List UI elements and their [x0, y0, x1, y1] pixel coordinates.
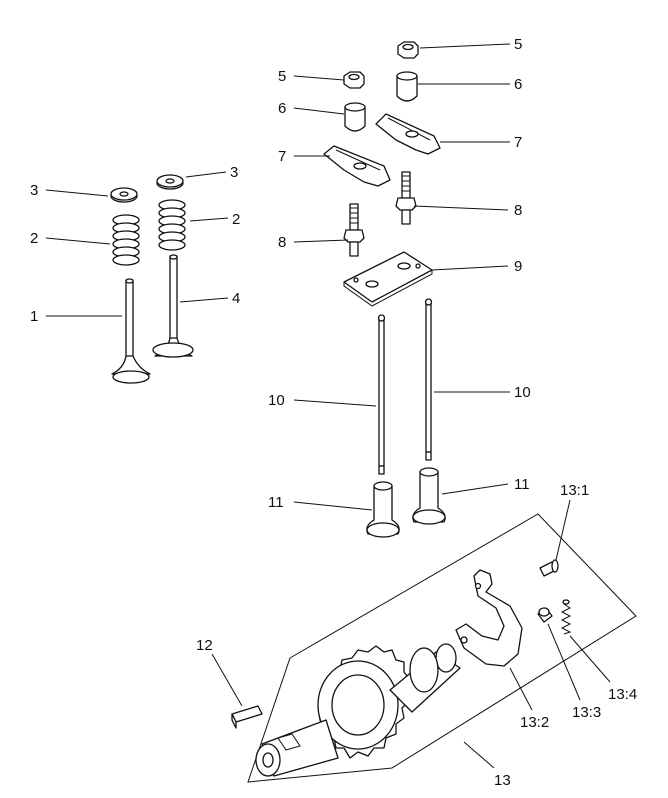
callout-2-left: 2	[30, 230, 38, 247]
rocker-arm-left	[323, 145, 391, 187]
leader-lines	[45, 43, 611, 769]
camshaft-shaft	[255, 643, 461, 777]
valve-spring-left	[112, 214, 140, 266]
valve-exhaust-left	[111, 278, 151, 384]
woodruff-key	[231, 705, 263, 729]
push-rod-right	[424, 298, 433, 461]
callout-11-left: 11	[268, 494, 284, 511]
callout-6-right: 6	[514, 76, 522, 93]
callout-7-right: 7	[514, 134, 522, 151]
callout-13: 13	[494, 772, 511, 789]
callout-3-left: 3	[30, 182, 38, 199]
callout-13-3: 13:3	[572, 704, 601, 721]
callout-9: 9	[514, 258, 522, 275]
rocker-stud-right	[395, 171, 417, 225]
rocker-pivot-ball-right	[396, 71, 418, 102]
governor-weight	[455, 569, 523, 667]
callout-3-right: 3	[230, 164, 238, 181]
callout-8-right: 8	[514, 202, 522, 219]
callout-13-4: 13:4	[608, 686, 637, 703]
push-rod-guide-plate	[343, 251, 433, 307]
rocker-pivot-ball-left	[344, 102, 366, 132]
valve-intake-right	[152, 254, 194, 358]
callout-1: 1	[30, 308, 38, 325]
valve-spring-retainer-left	[110, 187, 138, 203]
camshaft-assembly-frame	[247, 513, 637, 783]
callout-12: 12	[196, 637, 213, 654]
callout-8-left: 8	[278, 234, 286, 251]
valve-spring-right	[158, 199, 186, 251]
valve-tappet-left	[366, 481, 400, 538]
callout-13-2: 13:2	[520, 714, 549, 731]
rocker-arm-right	[375, 113, 441, 155]
governor-screw	[537, 607, 553, 623]
valve-tappet-right	[412, 467, 446, 525]
callout-5-right: 5	[514, 36, 522, 53]
callout-10-left: 10	[268, 392, 285, 409]
governor-pin	[539, 559, 559, 577]
rocker-nut-left	[343, 71, 365, 89]
callout-7-left: 7	[278, 148, 286, 165]
push-rod-left	[377, 314, 386, 475]
callout-6-left: 6	[278, 100, 286, 117]
callout-13-1: 13:1	[560, 482, 589, 499]
callout-10-right: 10	[514, 384, 531, 401]
rocker-stud-left	[343, 203, 365, 257]
valve-spring-retainer-right	[156, 174, 184, 190]
callout-2-right: 2	[232, 211, 240, 228]
callout-labels: 1 2 2 3 3 4 5 5 6 6 7 7 8 8 9 10 10 11 1…	[30, 36, 637, 789]
callout-11-right: 11	[514, 476, 530, 493]
callout-4: 4	[232, 290, 240, 307]
camshaft-gear	[317, 645, 411, 759]
governor-spring	[560, 599, 572, 635]
rocker-nut-right	[397, 41, 419, 59]
callout-5-left: 5	[278, 68, 286, 85]
